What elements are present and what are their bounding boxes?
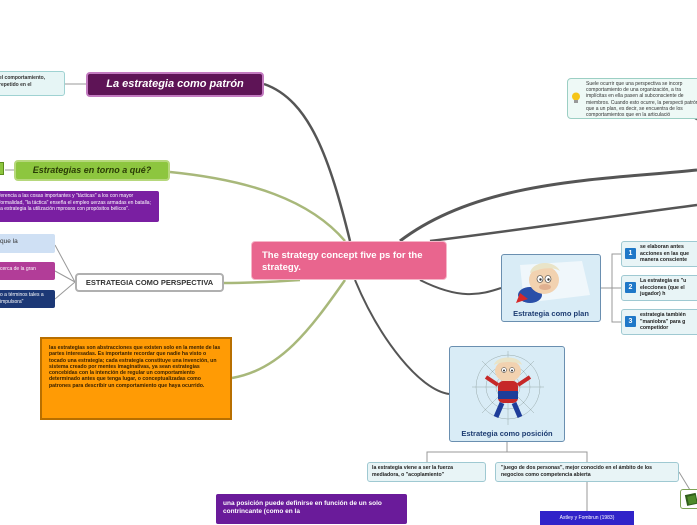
abstracciones-topic[interactable]: las estrategias son abstracciones que ex…: [40, 337, 232, 420]
perspectiva-subtopic-b[interactable]: cerca de la gran: [0, 262, 55, 280]
torno-collapse-tab[interactable]: [0, 162, 4, 175]
plan-item-3-text: estrategia también "maniobra" para g com…: [640, 312, 686, 331]
posicion-topic[interactable]: Estrategia como posición: [449, 346, 565, 442]
plan-item-2-text: La estrategia es "u elecciones (que el j…: [640, 278, 686, 297]
number-badge-icon: 2: [625, 282, 636, 293]
posicion-left-text: la estrategia viene a ser la fuerza medi…: [372, 465, 453, 478]
posicion-topic-label: Estrategia como posición: [450, 429, 564, 438]
perspectiva-subtopic-c[interactable]: o a términos tales a impulsora": [0, 290, 55, 308]
perspectiva-subtopic-a[interactable]: que la: [0, 234, 55, 253]
torno-topic-label: Estrategias en torno a qué?: [33, 165, 152, 175]
character-illustration: [502, 255, 601, 310]
contrincante-text: una posición puede definirse en función …: [223, 500, 382, 515]
number-badge-icon: 1: [625, 248, 636, 259]
plan-topic-label: Estrategia como plan: [502, 309, 600, 318]
perspectiva-subtopic-b-text: cerca de la gran: [0, 266, 36, 272]
perspectiva-subtopic-c-text: o a términos tales a impulsora": [0, 292, 44, 305]
plan-topic[interactable]: Estrategia como plan: [501, 254, 601, 322]
plan-item-1-text: se elaboran antes acciones en las que ma…: [640, 244, 689, 263]
perspectiva-subtopic-a-text: que la: [0, 238, 18, 245]
lightbulb-icon: [571, 92, 581, 104]
astley-fombrun-ref[interactable]: Astley y Fombrun (1983): [540, 511, 634, 525]
torno-topic[interactable]: Estrategias en torno a qué?: [14, 160, 170, 181]
patron-note[interactable]: el comportamiento, repetido en el: [0, 71, 65, 96]
book-icon-node[interactable]: [680, 489, 697, 509]
posicion-subtopic-right[interactable]: "juego de dos personas", mejor conocido …: [495, 462, 679, 482]
astley-fombrun-text: Astley y Fombrun (1983): [560, 515, 615, 521]
book-icon: [681, 490, 697, 508]
central-topic-label: The strategy concept five ps for the str…: [262, 250, 436, 274]
posicion-right-text: "juego de dos personas", mejor conocido …: [501, 465, 652, 478]
plan-item-2[interactable]: 2 La estrategia es "u elecciones (que el…: [621, 275, 697, 301]
plan-item-3[interactable]: 3 estrategia también "maniobra" para g c…: [621, 309, 697, 335]
spiderman-illustration: [450, 347, 565, 429]
patron-note-text: el comportamiento, repetido en el: [0, 75, 45, 88]
torno-note-text: ferencia a las cosas importantes y "táct…: [0, 193, 151, 212]
abstracciones-text: las estrategias son abstracciones que ex…: [49, 345, 220, 389]
plan-item-1[interactable]: 1 se elaboran antes acciones en las que …: [621, 241, 697, 267]
posicion-subtopic-left[interactable]: la estrategia viene a ser la fuerza medi…: [367, 462, 486, 482]
patron-topic[interactable]: La estrategia como patrón: [86, 72, 264, 97]
number-badge-icon: 3: [625, 316, 636, 327]
perspectiva-topic[interactable]: ESTRATEGIA COMO PERSPECTIVA: [75, 273, 224, 292]
torno-note[interactable]: ferencia a las cosas importantes y "táct…: [0, 191, 159, 222]
idea-text: Suele ocurrir que una perspectiva se inc…: [586, 81, 697, 118]
perspectiva-idea-note[interactable]: Suele ocurrir que una perspectiva se inc…: [567, 78, 697, 119]
patron-topic-label: La estrategia como patrón: [106, 78, 244, 90]
perspectiva-topic-label: ESTRATEGIA COMO PERSPECTIVA: [86, 278, 213, 287]
central-topic[interactable]: The strategy concept five ps for the str…: [251, 241, 447, 280]
